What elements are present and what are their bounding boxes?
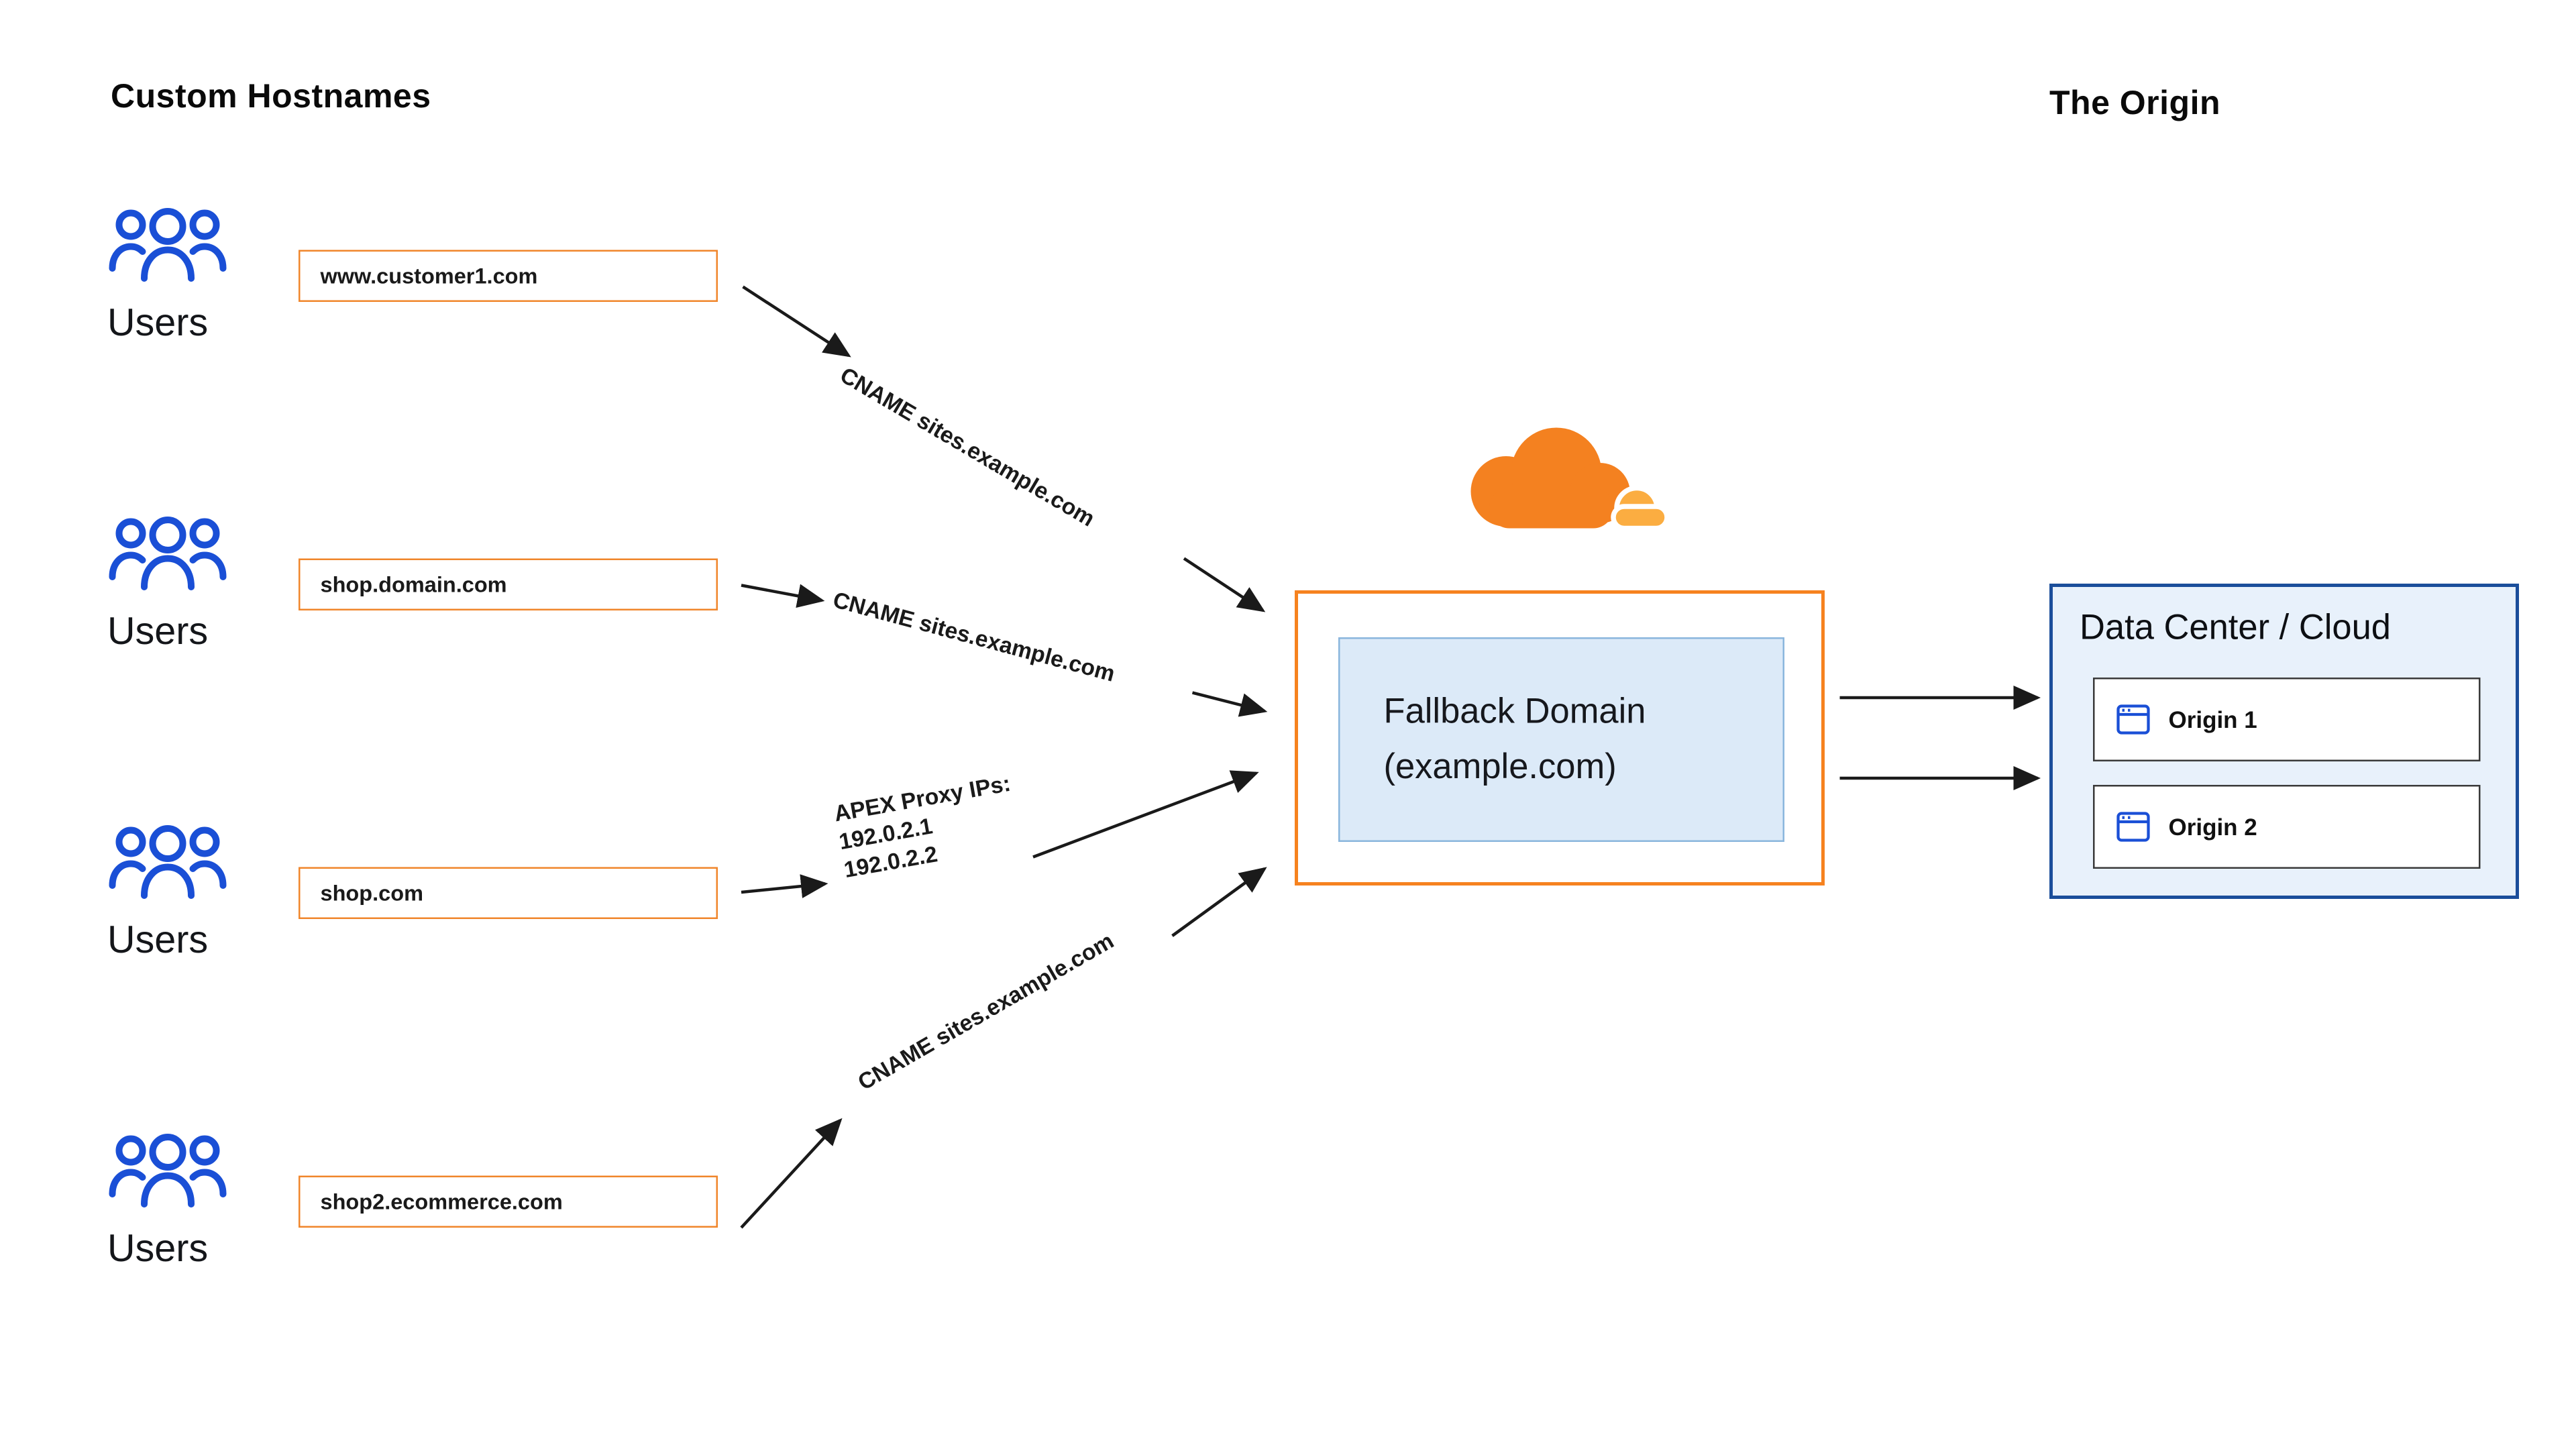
arrow-row3-a [741, 874, 828, 898]
connection-label-apex: APEX Proxy IPs: 192.0.2.1 192.0.2.2 [832, 769, 1022, 884]
users-icon [109, 208, 227, 282]
section-title-the-origin: The Origin [2049, 85, 2220, 123]
users-label: Users [107, 917, 209, 961]
users-icon [109, 825, 227, 899]
data-center-box: Data Center / Cloud Origin 1 Origin 2 [2049, 584, 2519, 899]
arrow-row2-a [741, 584, 825, 608]
user-group: Users [107, 513, 228, 654]
arrow-row3-b [1032, 770, 1259, 859]
hostname-box-shop: shop.com [299, 867, 718, 919]
browser-window-icon [2116, 812, 2150, 842]
cloudflare-logo-icon [1470, 427, 1670, 531]
hostname-box-shop-domain: shop.domain.com [299, 558, 718, 610]
users-icon [109, 517, 227, 590]
connection-label-cname-2: CNAME sites.example.com [830, 587, 1118, 687]
origin-item-1: Origin 1 [2093, 678, 2481, 761]
arrow-row1-b [1183, 557, 1266, 612]
origin-label: Origin 2 [2168, 813, 2257, 841]
connection-label-cname-1: CNAME sites.example.com [835, 362, 1099, 532]
hostname-label: shop.domain.com [320, 572, 507, 598]
users-icon [109, 1134, 227, 1208]
fallback-domain-line2: (example.com) [1383, 747, 1617, 786]
user-group: Users [107, 1130, 228, 1271]
arrow-row2-b [1191, 691, 1268, 717]
fallback-domain-line1: Fallback Domain [1383, 692, 1646, 731]
origin-label: Origin 1 [2168, 706, 2257, 733]
connection-label-cname-3: CNAME sites.example.com [853, 928, 1118, 1095]
hostname-box-customer1: www.customer1.com [299, 250, 718, 302]
users-label: Users [107, 608, 209, 653]
arrow-row4-a [740, 1118, 843, 1229]
browser-window-icon [2116, 704, 2150, 735]
origin-item-2: Origin 2 [2093, 785, 2481, 869]
hostname-box-shop2-ecommerce: shop2.ecommerce.com [299, 1175, 718, 1228]
arrow-row4-b [1171, 867, 1267, 937]
fallback-inner-box: Fallback Domain (example.com) [1338, 637, 1784, 842]
user-group: Users [107, 822, 228, 963]
users-label: Users [107, 1226, 209, 1270]
hostname-label: www.customer1.com [320, 263, 538, 289]
section-title-custom-hostnames: Custom Hostnames [111, 78, 431, 116]
users-label: Users [107, 300, 209, 344]
user-group: Users [107, 205, 228, 345]
arrow-row1-a [742, 285, 851, 358]
hostname-label: shop2.ecommerce.com [320, 1189, 563, 1215]
hostname-label: shop.com [320, 880, 424, 906]
data-center-title: Data Center / Cloud [2080, 608, 2392, 648]
fallback-outer-box: Fallback Domain (example.com) [1295, 590, 1825, 885]
